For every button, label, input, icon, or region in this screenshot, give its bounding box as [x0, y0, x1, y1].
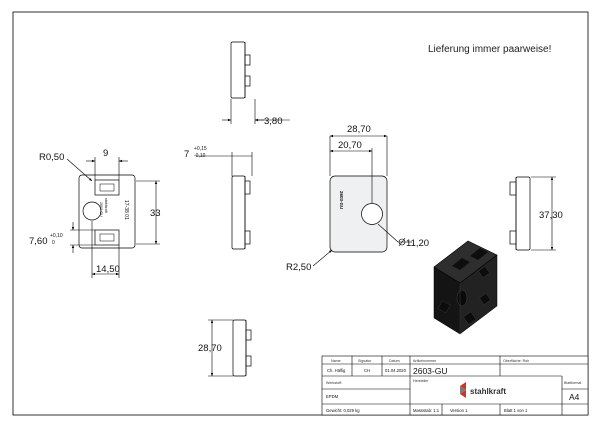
dim-bottom-width: 28,70: [198, 343, 222, 354]
top-view: 3,80: [222, 41, 290, 127]
tb-massstab: Massstab: 1:1: [413, 408, 440, 413]
tb-format: A4: [569, 392, 580, 402]
tb-gewicht: Gewicht: 0,029 kg: [326, 408, 360, 413]
tb-version: Version 1: [450, 408, 468, 413]
dim-face-hole-diameter: 11,20: [406, 238, 429, 249]
front-view: stahlkraft 2603-GU 17-38 01 9 R0,50 33 7…: [29, 148, 161, 278]
dim-front-height: 33: [150, 208, 161, 219]
dim-face-width: 28,70: [347, 124, 371, 135]
tb-header-name: Name: [331, 359, 341, 363]
bottom-view: 28,70: [198, 319, 252, 377]
tb-signatur: CH: [364, 368, 370, 373]
dim-front-slot-depth: 7,60: [29, 236, 48, 247]
tb-blatt: Blatt 1 von 1: [504, 408, 528, 413]
tb-header-signatur: Signatur: [358, 359, 372, 363]
tb-header-artikel: Artikelnummer: [413, 359, 437, 363]
tb-header-blattformat: Blattformat: [564, 381, 581, 385]
delivery-note: Lieferung immer paarweise!: [428, 44, 551, 55]
side-view: 7 +0,15 -0,10: [184, 146, 253, 250]
dim-front-slot-spacing: 14,50: [96, 264, 120, 275]
dim-right-height: 37,30: [539, 210, 563, 221]
part-mark-2: 2603-GU: [99, 202, 103, 217]
tb-artikel: 2603-GU: [413, 366, 448, 376]
tb-datum: 01.04.2020: [385, 368, 407, 373]
dim-side-slot: 7: [184, 149, 189, 160]
dim-front-slot-width: 9: [103, 148, 108, 159]
stahlkraft-logo: stahlkraft: [460, 382, 506, 398]
dim-side-slot-plus: +0,15: [194, 146, 207, 152]
tb-werkstoff: EPDM: [326, 394, 339, 399]
tb-header-datum: Datum: [389, 359, 400, 363]
dim-face-corner: R2,50: [286, 262, 311, 273]
face-view: 2603-GU 28,70 20,70 11,20 R2,50: [286, 124, 429, 273]
dim-front-radius: R0,50: [39, 152, 64, 163]
right-view: 37,30: [509, 176, 563, 251]
dim-face-hole-offset: 20,70: [338, 140, 362, 151]
face-mark: 2603-GU: [339, 191, 344, 209]
dim-top-width: 3,80: [264, 116, 283, 127]
title-block: Name Signatur Datum Artikelnummer Oberfl…: [321, 355, 589, 416]
brand-name: stahlkraft: [470, 387, 506, 396]
tb-name: Ch. Hälfig: [327, 368, 346, 373]
tb-werkstoff-label: Werkstoff:: [326, 381, 342, 385]
dim-side-slot-minus: -0,10: [194, 153, 206, 159]
tb-hersteller: Hersteller: [413, 379, 429, 383]
isometric-view: [433, 240, 498, 335]
sheet-border: [12, 11, 589, 416]
part-mark-3: 17-38 01: [123, 200, 129, 220]
tb-header-oberflaeche: Oberfläche: Roh: [503, 359, 529, 363]
part-mark-1: stahlkraft: [104, 198, 108, 213]
dim-front-slot-depth-plus: +0,10: [50, 233, 63, 239]
dim-front-slot-depth-minus: 0: [52, 240, 55, 246]
